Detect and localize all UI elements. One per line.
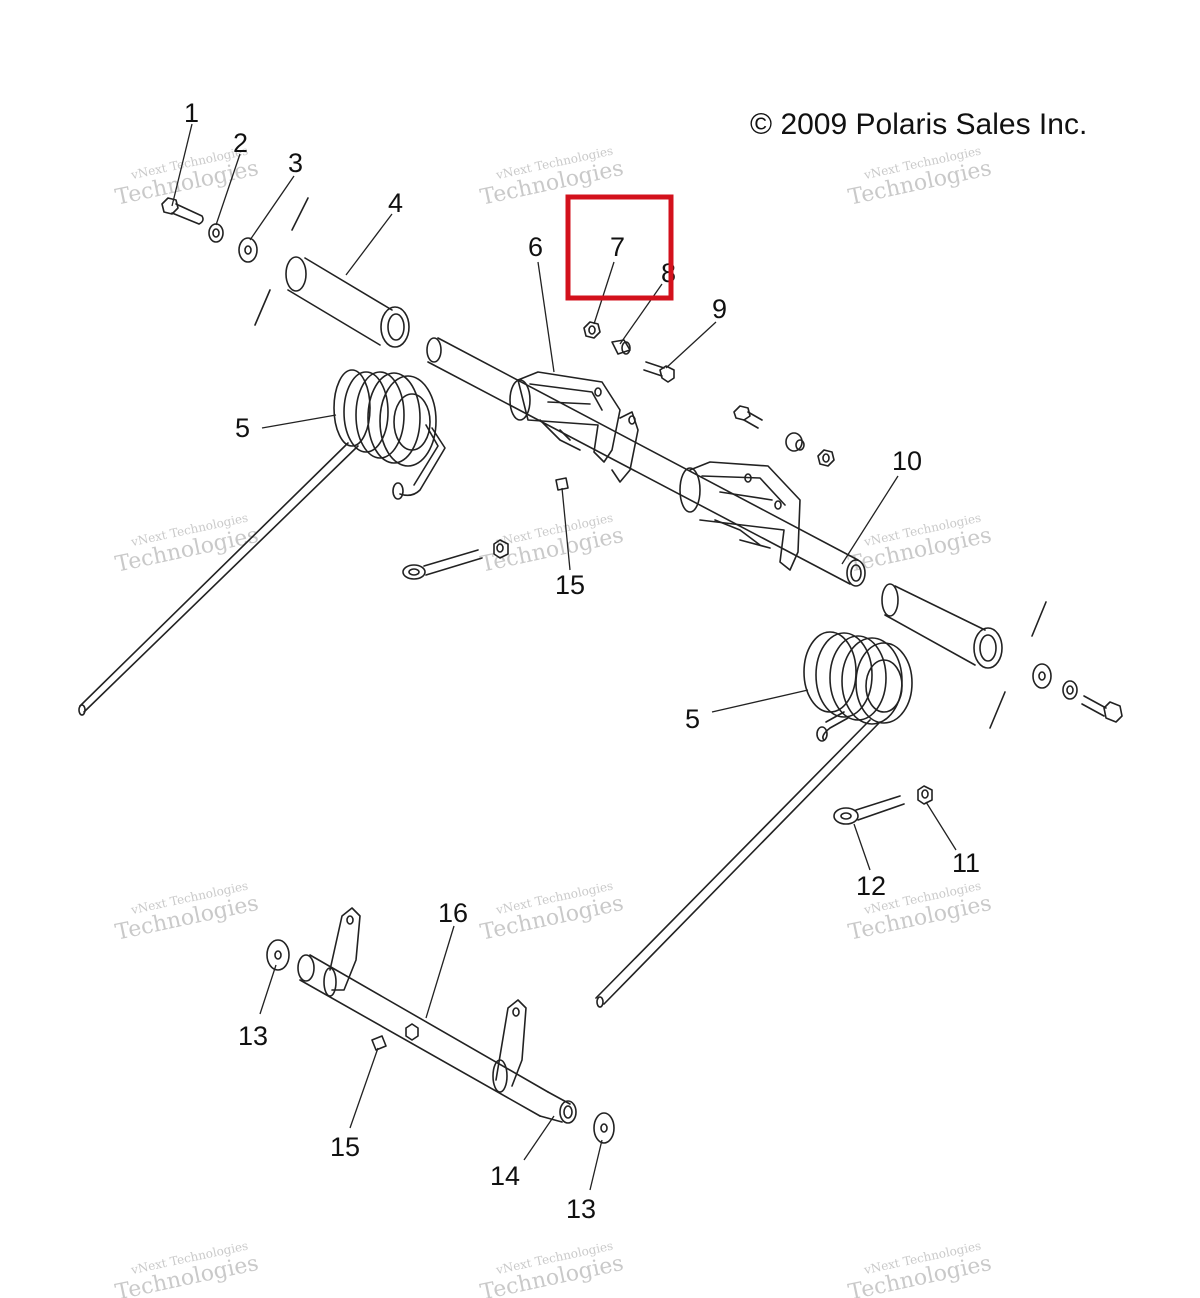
callout-3: 3 [288, 148, 303, 178]
break-line [291, 197, 309, 231]
watermark: vNext Technologies Technologies [478, 511, 626, 578]
nut [817, 449, 835, 467]
washer-right-small [1062, 680, 1078, 700]
part-13-washer-left [266, 939, 290, 971]
callout-9: 9 [712, 294, 727, 324]
watermark: vNext Technologies Technologies [478, 1239, 626, 1298]
callout-13-left: 13 [238, 1021, 268, 1051]
bolt [733, 405, 763, 429]
part-11-nut [917, 785, 933, 805]
part-5-torsion-spring-left [78, 369, 446, 716]
watermark: vNext Technologies Technologies [113, 879, 261, 946]
part-14-shaft-end [539, 1091, 577, 1124]
callout-7: 7 [610, 232, 625, 262]
part-9-bolt [643, 361, 675, 383]
watermark: vNext Technologies Technologies [478, 879, 626, 946]
part-15-grease-fitting-upper [555, 477, 569, 491]
watermark: vNext Technologies Technologies [113, 1239, 261, 1298]
spacer [785, 432, 805, 452]
callout-14: 14 [490, 1161, 520, 1191]
watermark: vNext Technologies Technologies [846, 511, 994, 578]
break-line [254, 289, 271, 326]
part-3-washer [238, 237, 258, 263]
watermark: vNext Technologies Technologies [478, 144, 626, 211]
callouts: 1 2 3 4 5 6 7 8 9 10 15 5 11 12 16 13 15… [184, 98, 980, 1224]
callout-10: 10 [892, 446, 922, 476]
part-8-spacer [611, 339, 631, 355]
watermark: vNext Technologies Technologies [113, 511, 261, 578]
bushing-right [881, 583, 1003, 669]
part-6-bracket [509, 371, 801, 571]
part-2-washer [208, 223, 224, 243]
callout-5-left: 5 [235, 413, 250, 443]
part-5-torsion-spring-right [595, 631, 913, 1008]
watermark: vNext Technologies Technologies [846, 144, 994, 211]
watermark: vNext Technologies Technologies [846, 1239, 994, 1298]
callout-1: 1 [184, 98, 199, 128]
break-line [1031, 601, 1047, 637]
part-4-bushing [285, 256, 410, 348]
highlight-box [565, 194, 674, 301]
part-12-eye-bolt [833, 795, 905, 825]
callout-2: 2 [233, 128, 248, 158]
part-13-washer-right [593, 1112, 615, 1144]
callout-6: 6 [528, 232, 543, 262]
part-16-cross-shaft [297, 907, 549, 1117]
callout-15-lower: 15 [330, 1132, 360, 1162]
bolt-right [1081, 695, 1123, 723]
part-15-grease-fitting-lower [371, 1035, 387, 1051]
eye-bolt-left [402, 539, 509, 580]
washer-right [1032, 663, 1052, 689]
callout-15-upper: 15 [555, 570, 585, 600]
part-1-bolt [161, 197, 204, 225]
copyright-notice: © 2009 Polaris Sales Inc. [750, 108, 1087, 141]
callout-4: 4 [388, 188, 403, 218]
part-10-shaft [426, 337, 866, 587]
callout-13-right: 13 [566, 1194, 596, 1224]
callout-12: 12 [856, 871, 886, 901]
part-7-nut [583, 321, 601, 339]
break-line [989, 691, 1006, 729]
callout-11: 11 [952, 848, 980, 878]
callout-16: 16 [438, 898, 468, 928]
leader-lines [171, 123, 957, 1191]
callout-5-right: 5 [685, 704, 700, 734]
